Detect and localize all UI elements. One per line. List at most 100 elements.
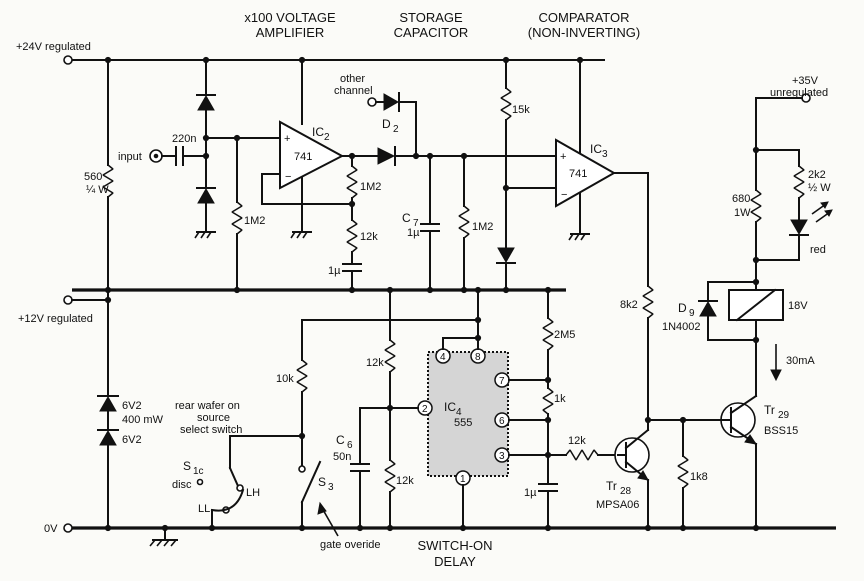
transistor-tr28: Tr 28 MPSA06 bbox=[596, 416, 652, 529]
svg-text:1µ: 1µ bbox=[328, 265, 341, 277]
zener-diodes: 6V2 400 mW 6V2 bbox=[97, 299, 164, 529]
svg-text:6V2: 6V2 bbox=[122, 400, 142, 412]
svg-text:(NON-INVERTING): (NON-INVERTING) bbox=[528, 25, 640, 40]
svg-text:+: + bbox=[560, 151, 566, 163]
svg-text:¼ W: ¼ W bbox=[86, 184, 109, 196]
heading-switch-on-delay: SWITCH-ON DELAY bbox=[417, 538, 492, 569]
heading-amplifier: x100 VOLTAGE AMPLIFIER bbox=[244, 10, 336, 40]
svg-text:12k: 12k bbox=[568, 435, 586, 447]
resistor-12k-trigger-upper: 12k bbox=[366, 286, 396, 461]
svg-text:S: S bbox=[318, 475, 326, 489]
svg-text:gate overide: gate overide bbox=[320, 539, 381, 551]
switch-s3: S 3 gate overide bbox=[298, 460, 381, 551]
svg-text:source: source bbox=[197, 412, 230, 424]
svg-text:3: 3 bbox=[328, 482, 334, 493]
heading-comparator: COMPARATOR (NON-INVERTING) bbox=[528, 10, 640, 40]
svg-text:50n: 50n bbox=[333, 451, 351, 463]
storage-capacitor-c7: C 7 1µ bbox=[402, 155, 440, 291]
rail-12v: +12V regulated bbox=[18, 288, 566, 325]
svg-text:select switch: select switch bbox=[180, 424, 242, 436]
capacitor-1u-timing: 1µ bbox=[524, 483, 558, 529]
diode-d9: D 9 1N4002 bbox=[662, 278, 760, 344]
svg-text:1N4002: 1N4002 bbox=[662, 321, 701, 333]
svg-text:3: 3 bbox=[602, 149, 608, 160]
svg-text:1µ: 1µ bbox=[524, 487, 537, 499]
svg-text:+35V: +35V bbox=[792, 75, 819, 87]
rail-24v: +24V regulated bbox=[16, 41, 605, 65]
svg-text:6: 6 bbox=[347, 440, 353, 451]
svg-text:D: D bbox=[382, 117, 391, 131]
svg-text:STORAGE: STORAGE bbox=[399, 10, 463, 25]
resistor-2k2: 2k2 ½ W bbox=[755, 149, 831, 221]
opamp-ic3: + − 741 IC 3 bbox=[505, 56, 649, 287]
feedback-network: 1M2 12k 1µ bbox=[328, 155, 381, 291]
svg-text:D: D bbox=[678, 301, 687, 315]
resistor-10k: 10k bbox=[276, 316, 482, 466]
svg-text:1M2: 1M2 bbox=[244, 215, 265, 227]
resistor-1m2-input: 1M2 bbox=[205, 134, 281, 291]
resistor-12k-trigger-lower: 12k bbox=[384, 459, 414, 529]
svg-text:2: 2 bbox=[422, 404, 428, 415]
svg-text:S: S bbox=[183, 459, 191, 473]
svg-text:1W: 1W bbox=[734, 207, 751, 219]
svg-text:CAPACITOR: CAPACITOR bbox=[394, 25, 469, 40]
input-clamp-diodes bbox=[194, 59, 216, 239]
svg-text:IC: IC bbox=[590, 142, 602, 156]
input-connector: input bbox=[118, 149, 177, 163]
svg-text:29: 29 bbox=[778, 410, 790, 421]
comparator-ref-diode bbox=[496, 247, 516, 291]
svg-text:2: 2 bbox=[324, 132, 330, 143]
resistor-15k: 15k bbox=[500, 56, 530, 249]
switch-s1c: rear wafer on source select switch S 1c … bbox=[172, 400, 303, 529]
svg-text:other: other bbox=[340, 73, 365, 85]
svg-text:+24V regulated: +24V regulated bbox=[16, 41, 91, 53]
svg-text:555: 555 bbox=[454, 417, 472, 429]
svg-text:Tr: Tr bbox=[606, 479, 617, 493]
svg-text:2M5: 2M5 bbox=[554, 329, 575, 341]
svg-text:400 mW: 400 mW bbox=[122, 414, 164, 426]
svg-text:1k: 1k bbox=[554, 393, 566, 405]
resistor-1k-timing: 1k bbox=[542, 387, 566, 485]
resistor-2m5: 2M5 bbox=[542, 289, 575, 389]
svg-text:−: − bbox=[561, 189, 567, 201]
svg-text:18V: 18V bbox=[788, 300, 808, 312]
svg-text:1µ: 1µ bbox=[407, 227, 420, 239]
svg-text:SWITCH-ON: SWITCH-ON bbox=[417, 538, 492, 553]
svg-text:½ W: ½ W bbox=[808, 182, 831, 194]
led-red: red bbox=[755, 201, 833, 261]
svg-text:x100 VOLTAGE: x100 VOLTAGE bbox=[244, 10, 336, 25]
svg-text:6V2: 6V2 bbox=[122, 434, 142, 446]
resistor-8k2: 8k2 bbox=[620, 285, 654, 421]
resistor-1m2-storage: 1M2 bbox=[458, 155, 493, 291]
svg-text:7: 7 bbox=[413, 218, 419, 229]
svg-text:1k8: 1k8 bbox=[690, 471, 708, 483]
svg-text:1M2: 1M2 bbox=[360, 181, 381, 193]
svg-text:12k: 12k bbox=[396, 475, 414, 487]
svg-text:LH: LH bbox=[246, 487, 260, 499]
svg-text:8k2: 8k2 bbox=[620, 299, 638, 311]
svg-text:−: − bbox=[285, 171, 291, 183]
svg-text:30mA: 30mA bbox=[786, 355, 815, 367]
svg-text:6: 6 bbox=[499, 416, 505, 427]
svg-text:7: 7 bbox=[499, 376, 505, 387]
diode-main bbox=[377, 146, 557, 166]
svg-text:1c: 1c bbox=[193, 466, 204, 477]
relay-18v: 18V bbox=[728, 259, 808, 341]
svg-text:12k: 12k bbox=[360, 231, 378, 243]
svg-text:10k: 10k bbox=[276, 373, 294, 385]
diode-d2: D 2 bbox=[382, 92, 417, 157]
svg-text:DELAY: DELAY bbox=[434, 554, 476, 569]
svg-text:2k2: 2k2 bbox=[808, 169, 826, 181]
svg-text:9: 9 bbox=[689, 308, 695, 319]
svg-text:4: 4 bbox=[456, 407, 462, 418]
opamp-ic2: + − 741 IC 2 bbox=[261, 59, 379, 239]
svg-text:channel: channel bbox=[334, 85, 373, 97]
svg-text:1M2: 1M2 bbox=[472, 221, 493, 233]
svg-text:AMPLIFIER: AMPLIFIER bbox=[256, 25, 325, 40]
svg-text:C: C bbox=[402, 211, 411, 225]
svg-text:741: 741 bbox=[294, 151, 312, 163]
capacitor-220n: 220n bbox=[172, 133, 207, 166]
svg-text:LL: LL bbox=[198, 503, 210, 515]
ic4-wiring bbox=[386, 286, 567, 529]
svg-text:0V: 0V bbox=[44, 523, 58, 535]
